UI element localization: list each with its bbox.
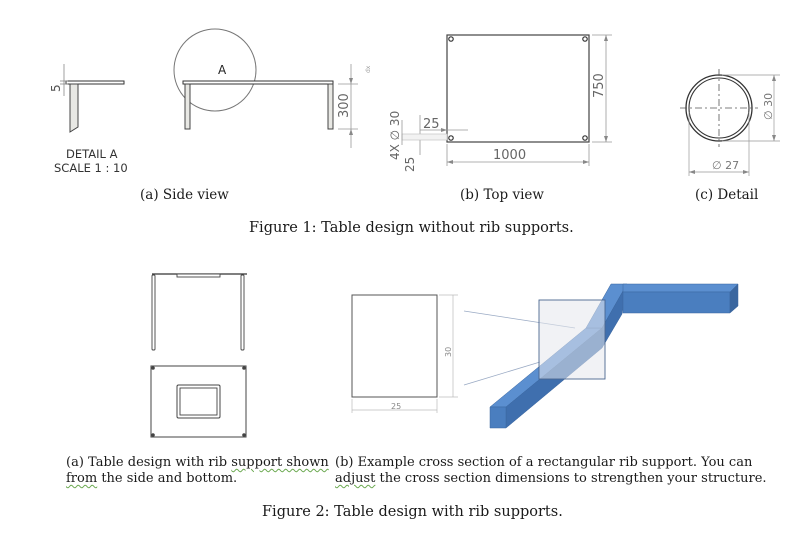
spellcheck-underline: adjust	[335, 471, 376, 486]
subcaption-detail: (c) Detail	[695, 187, 759, 203]
svg-text:1000: 1000	[493, 148, 526, 163]
svg-text:A: A	[218, 63, 227, 77]
detail-a-label: DETAIL A	[66, 148, 117, 161]
figure-1-caption: Figure 1: Table design without rib suppo…	[249, 220, 574, 236]
detail-circle	[173, 28, 257, 112]
sub-a-text: the side and bottom.	[97, 471, 238, 486]
side-view-drawing: 300 5 A dx	[49, 28, 372, 148]
svg-text:25: 25	[423, 117, 440, 132]
svg-text:750: 750	[592, 73, 607, 98]
subcaption-top-view: (b) Top view	[460, 187, 544, 203]
subcaption-rib-table: (a) Table design with rib support shown …	[66, 455, 336, 487]
subcaption-side-view: (a) Side view	[140, 187, 229, 203]
svg-text:∅ 27: ∅ 27	[712, 159, 739, 172]
svg-text:30: 30	[444, 347, 453, 357]
top-view-drawing: 750 1000 25 4X ∅ 30 25	[388, 34, 612, 172]
subcaption-cross-section: (b) Example cross section of a rectangul…	[335, 455, 775, 487]
sub-a-text: (a) Table design with rib	[66, 455, 232, 470]
sub-b-text: the cross section dimensions to strength…	[375, 471, 767, 486]
svg-text:25: 25	[391, 402, 401, 411]
sub-b-text: (b) Example cross section of a rectangul…	[335, 455, 753, 470]
detail-label: DETAIL A	[66, 147, 118, 161]
svg-text:∅ 30: ∅ 30	[762, 93, 775, 120]
scale-label: SCALE 1 : 10	[54, 161, 128, 175]
svg-text:5: 5	[49, 84, 63, 92]
svg-text:300: 300	[337, 93, 352, 118]
spellcheck-underline: from	[66, 471, 98, 486]
svg-text:dx: dx	[365, 65, 372, 73]
svg-text:25: 25	[403, 157, 417, 172]
svg-text:4X ∅ 30: 4X ∅ 30	[388, 111, 402, 160]
figure-2-caption: Figure 2: Table design with rib supports…	[262, 504, 563, 520]
rib-table-drawing	[150, 273, 247, 438]
spellcheck-underline: support shown	[231, 455, 329, 470]
detail-drawing: ∅ 30 ∅ 27	[680, 69, 780, 176]
cross-section-drawing: 30 25	[351, 283, 739, 429]
